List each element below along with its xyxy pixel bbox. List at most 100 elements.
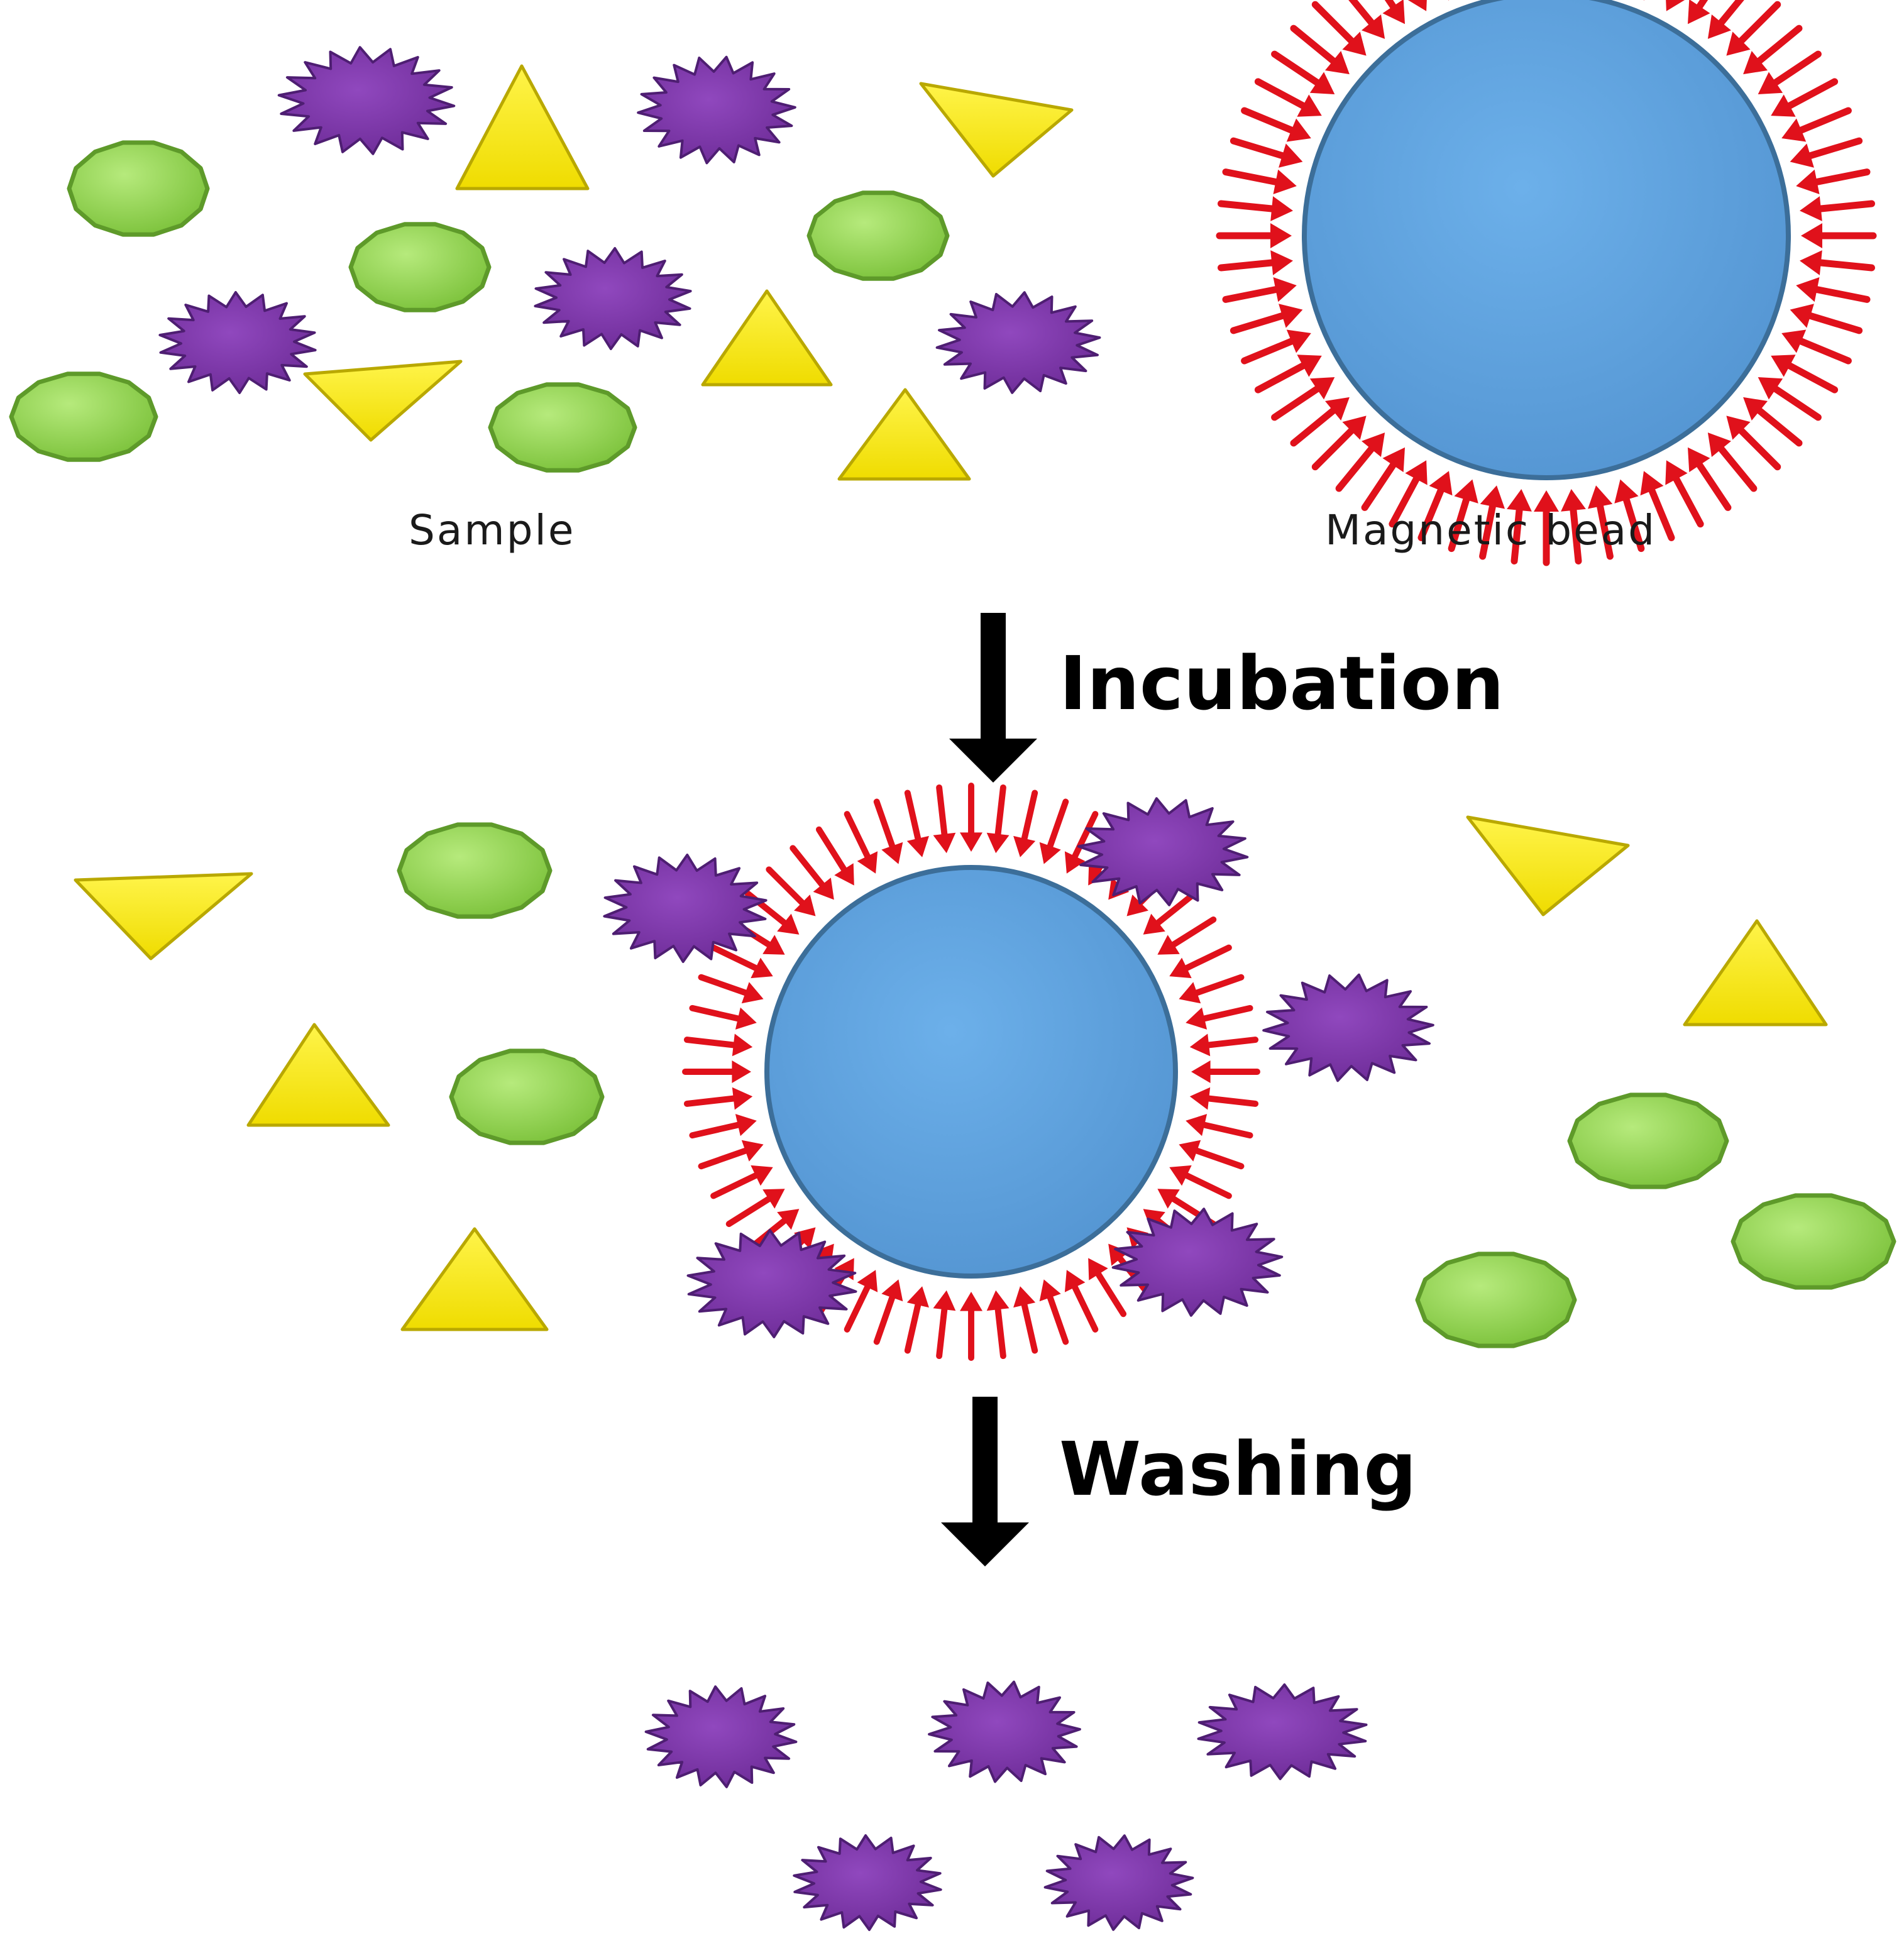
antibody-spike	[1241, 338, 1295, 365]
antibody-tip	[1614, 479, 1639, 504]
antibody-tip	[1064, 851, 1086, 874]
purple-star-particle	[534, 247, 692, 350]
antibody-spike	[1047, 798, 1069, 849]
antibody-spike	[1271, 385, 1321, 421]
antibody-tip	[1064, 1270, 1086, 1292]
antibody-tip	[762, 935, 785, 955]
antibody-spike	[844, 811, 871, 860]
antibody-spike	[1389, 475, 1420, 528]
antibody-tip	[1013, 835, 1036, 857]
antibody-spike	[1696, 461, 1732, 511]
antibody-tip	[1688, 0, 1710, 25]
antibody-spike	[1479, 503, 1496, 560]
yellow-triangle-particle	[1683, 919, 1828, 1026]
antibody-tip	[1588, 485, 1613, 509]
antibody-spike	[844, 1284, 871, 1333]
antibody-spike	[1807, 137, 1863, 160]
antibody-spike	[1206, 1037, 1259, 1048]
green-circle-particle	[1415, 1252, 1577, 1348]
antibody-spike	[698, 974, 749, 996]
antibody-spike	[1183, 944, 1232, 971]
antibody-spike	[1241, 107, 1295, 134]
antibody-spike	[1047, 1294, 1069, 1345]
antibody-tip	[1781, 329, 1807, 353]
antibody-tip	[732, 1033, 753, 1057]
antibody-spike	[1718, 445, 1758, 492]
antibody-tip	[1454, 479, 1478, 504]
antibody-spike	[1597, 503, 1614, 560]
antibody-spike	[1737, 1, 1781, 45]
antibody-tip	[1429, 471, 1453, 496]
antibody-spike	[815, 826, 847, 872]
antibody-tip	[1297, 355, 1322, 377]
antibody-spike	[725, 1196, 772, 1228]
antibody-spike	[1718, 0, 1744, 26]
antibody-tip	[741, 982, 764, 1004]
antibody-spike	[1622, 496, 1645, 553]
antibody-tip	[1143, 913, 1165, 935]
antibody-spike	[766, 866, 805, 906]
antibody-tip	[1771, 94, 1796, 117]
antibody-spike	[1807, 312, 1863, 334]
antibody-tip	[1801, 223, 1822, 248]
antibody-tip	[1758, 72, 1783, 94]
green-circle-particle	[449, 1048, 605, 1145]
antibody-tip	[741, 1140, 764, 1162]
purple-star-particle	[928, 1680, 1081, 1783]
yellow-triangle-particle	[837, 388, 971, 481]
antibody-spike	[1648, 487, 1675, 541]
antibody-tip	[1179, 982, 1201, 1004]
particle-layer	[9, 46, 1896, 1931]
antibody-spike	[683, 1095, 737, 1107]
antibody-tip	[1013, 1286, 1036, 1308]
sample-label: Sample	[409, 506, 576, 554]
antibody-tip	[1640, 471, 1664, 496]
antibody-spike	[790, 845, 825, 888]
antibody-tip	[1325, 397, 1350, 421]
antibody-tip	[1270, 223, 1292, 248]
down-arrow-icon	[949, 613, 1037, 783]
antibody-tip	[1800, 250, 1822, 275]
antibody-tip	[777, 913, 800, 935]
green-circle-particle	[806, 190, 950, 281]
antibody-spike	[1384, 0, 1397, 10]
antibody-tip	[960, 1292, 982, 1311]
magnetic-bead-label: Magnetic bead	[1325, 506, 1657, 554]
antibody-tip	[1191, 1060, 1211, 1083]
antibody-tip	[906, 835, 929, 857]
antibody-tip	[960, 832, 982, 852]
incubation-label: Incubation	[1059, 640, 1504, 727]
purple-star-particle	[277, 46, 456, 155]
antibody-tip	[1039, 842, 1061, 864]
antibody-tip	[881, 842, 903, 864]
antibody-spike	[1348, 0, 1375, 26]
antibody-tip	[735, 1007, 757, 1030]
antibody-spike	[1254, 78, 1307, 109]
antibody-tip	[1790, 304, 1814, 328]
antibody-tip	[1743, 397, 1768, 421]
antibody-spike	[1311, 1, 1355, 45]
antibody-spike	[1448, 496, 1470, 553]
antibody-tip	[1169, 957, 1192, 979]
antibody-spike	[1201, 1004, 1253, 1022]
antibody-tip	[1707, 14, 1731, 39]
antibody-spike	[683, 1037, 737, 1048]
antibody-spike	[1756, 25, 1803, 64]
antibody-tip	[1726, 31, 1751, 56]
antibody-tip	[1382, 0, 1405, 25]
antibody-tip	[1286, 118, 1311, 142]
antibody-tip	[1309, 72, 1335, 94]
antibody-spike	[904, 790, 922, 842]
antibody-tip	[777, 1209, 800, 1230]
antibody-tip	[1743, 51, 1768, 75]
antibody-tip	[1666, 0, 1685, 11]
yellow-triangle-particle	[400, 1227, 549, 1331]
antibody-tip	[1157, 935, 1180, 955]
antibody-tip	[1297, 94, 1322, 117]
antibody-tip	[794, 894, 816, 916]
antibody-spike	[1072, 1284, 1099, 1333]
antibody-spike	[1021, 1302, 1038, 1354]
purple-star-particle	[793, 1834, 942, 1931]
green-circle-particle	[67, 140, 210, 237]
